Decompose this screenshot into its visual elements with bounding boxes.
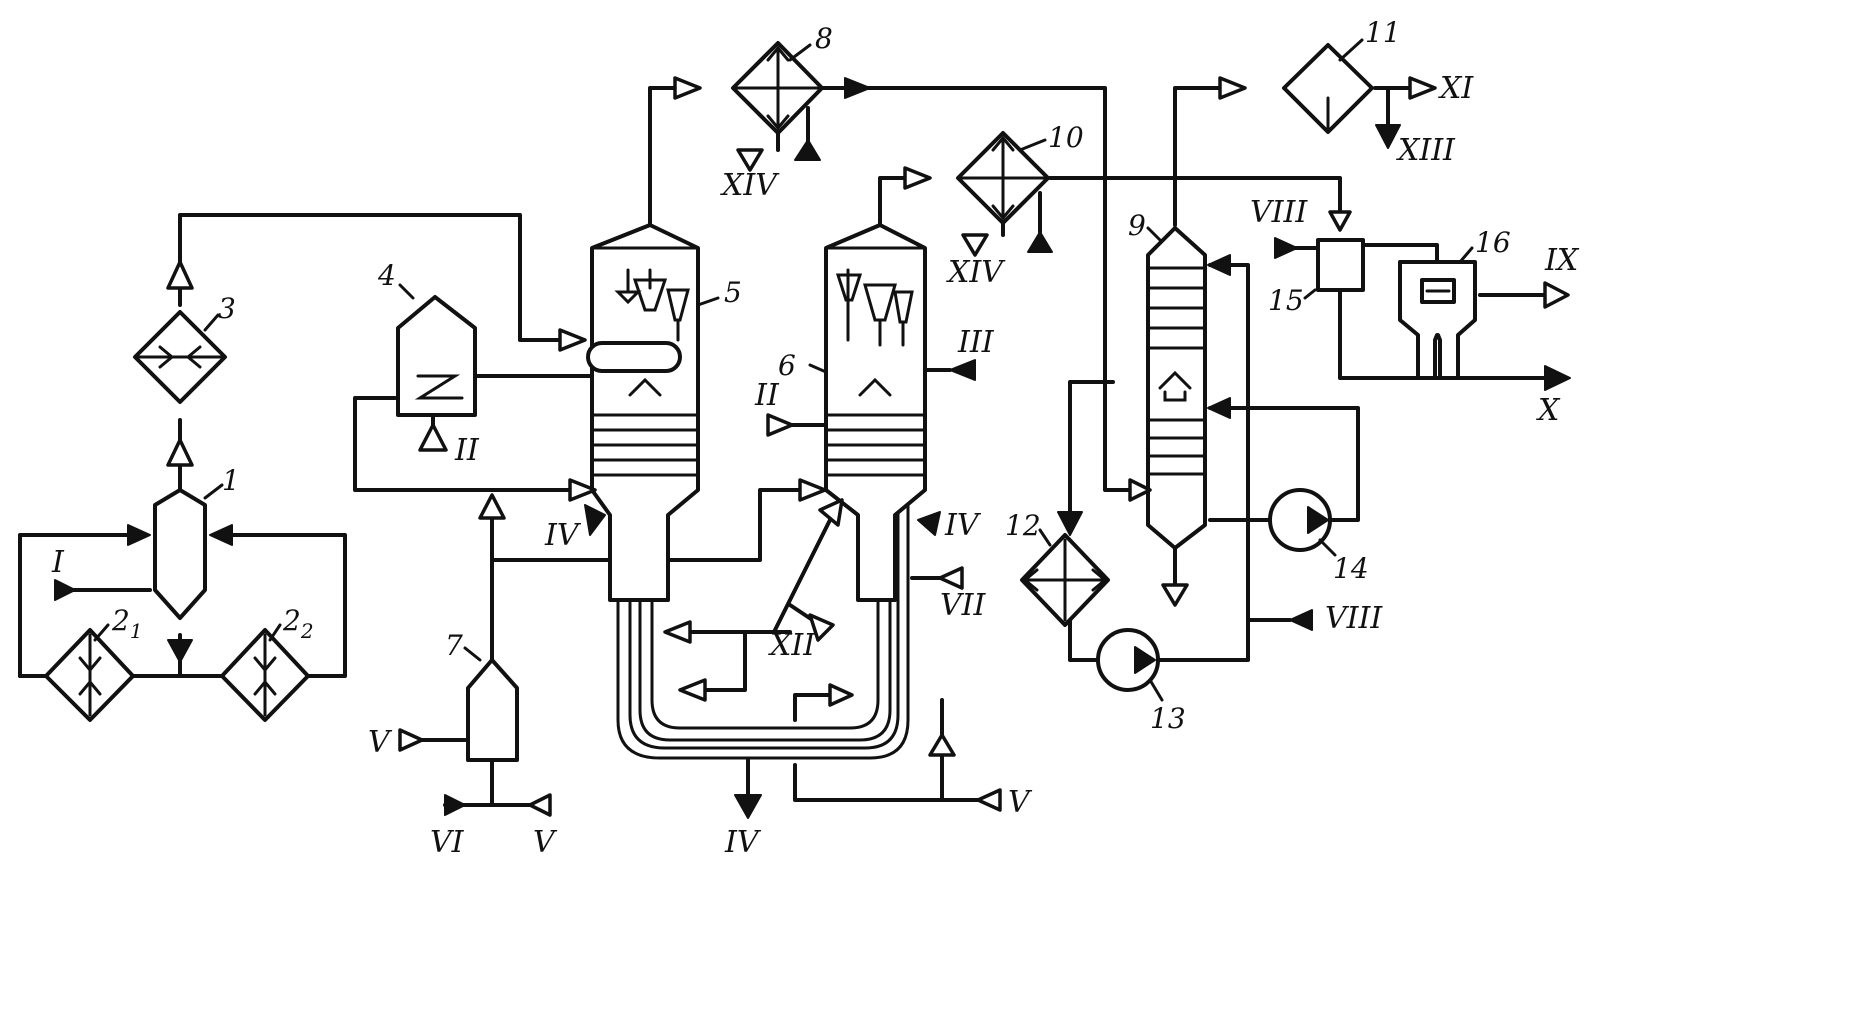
label-stream-VIII-top: VIII — [1250, 195, 1308, 230]
label-equipment-15: 15 — [1268, 284, 1304, 317]
label-stream-XIV-left: XIV — [720, 168, 780, 203]
label-equipment-12: 12 — [1005, 509, 1041, 542]
reactor-1 — [153, 488, 207, 620]
reactor-5 — [586, 223, 700, 602]
label-stream-II-reactor: II — [754, 378, 780, 413]
label-stream-IV-reactor5: IV — [544, 518, 582, 553]
column-9 — [1146, 226, 1207, 550]
vessel-4 — [396, 295, 477, 417]
heat-exchanger-12 — [1020, 533, 1110, 627]
label-stream-I: I — [51, 545, 65, 580]
label-stream-X: X — [1536, 393, 1561, 428]
condenser-8 — [731, 41, 824, 135]
equipment-labels: 1 21 22 3 4 5 6 7 8 9 10 11 12 13 14 15 … — [111, 16, 1511, 735]
label-equipment-9: 9 — [1128, 209, 1146, 242]
label-stream-II-vessel: II — [454, 433, 480, 468]
stream-labels: I II II III IV IV IV V V V VI VII VIII V… — [51, 71, 1580, 860]
label-equipment-2-1: 21 — [111, 604, 143, 643]
heat-exchanger-2-1 — [44, 628, 135, 722]
label-stream-V-bottom: V — [533, 825, 558, 860]
filter-11 — [1282, 43, 1374, 134]
label-equipment-2-2: 22 — [282, 604, 314, 643]
label-stream-XIII: XIII — [1396, 133, 1456, 168]
label-equipment-16: 16 — [1475, 226, 1511, 259]
label-equipment-6: 6 — [778, 349, 796, 382]
stream-arrows — [54, 76, 1571, 819]
label-equipment-13: 13 — [1150, 702, 1186, 735]
heat-exchanger-2-2 — [220, 628, 310, 722]
vessel-7 — [466, 658, 519, 762]
pump-13 — [1096, 628, 1160, 692]
label-stream-V-left: V — [368, 725, 393, 760]
label-stream-IV-reactor6: IV — [944, 508, 982, 543]
label-stream-III: III — [957, 325, 995, 360]
label-equipment-5: 5 — [724, 276, 742, 309]
label-stream-V-right: V — [1008, 785, 1033, 820]
label-equipment-14: 14 — [1333, 552, 1369, 585]
vessel-15 — [1316, 238, 1365, 292]
label-equipment-10: 10 — [1048, 121, 1084, 154]
label-stream-VI: VI — [430, 825, 465, 860]
label-stream-XII: XII — [768, 628, 816, 663]
label-stream-VII: VII — [940, 588, 987, 623]
label-equipment-7: 7 — [445, 629, 463, 662]
reactor-6 — [824, 223, 927, 602]
label-stream-VIII-bottom: VIII — [1325, 601, 1383, 636]
condenser-10 — [956, 131, 1050, 225]
separator-16 — [1398, 260, 1477, 380]
label-equipment-8: 8 — [815, 22, 833, 55]
arrow-up-open — [166, 260, 194, 290]
equipment — [44, 41, 1477, 762]
label-equipment-11: 11 — [1365, 16, 1401, 49]
label-equipment-3: 3 — [218, 292, 236, 325]
label-stream-IV-bottom: IV — [724, 825, 762, 860]
leader-lines — [93, 38, 1474, 702]
label-stream-XIV-right: XIV — [946, 255, 1006, 290]
label-equipment-4: 4 — [377, 259, 396, 292]
pump-14 — [1268, 488, 1332, 552]
heat-exchanger-3 — [133, 310, 227, 404]
label-stream-XI: XI — [1438, 71, 1474, 106]
label-equipment-1: 1 — [222, 464, 240, 497]
label-stream-IX: IX — [1544, 243, 1580, 278]
